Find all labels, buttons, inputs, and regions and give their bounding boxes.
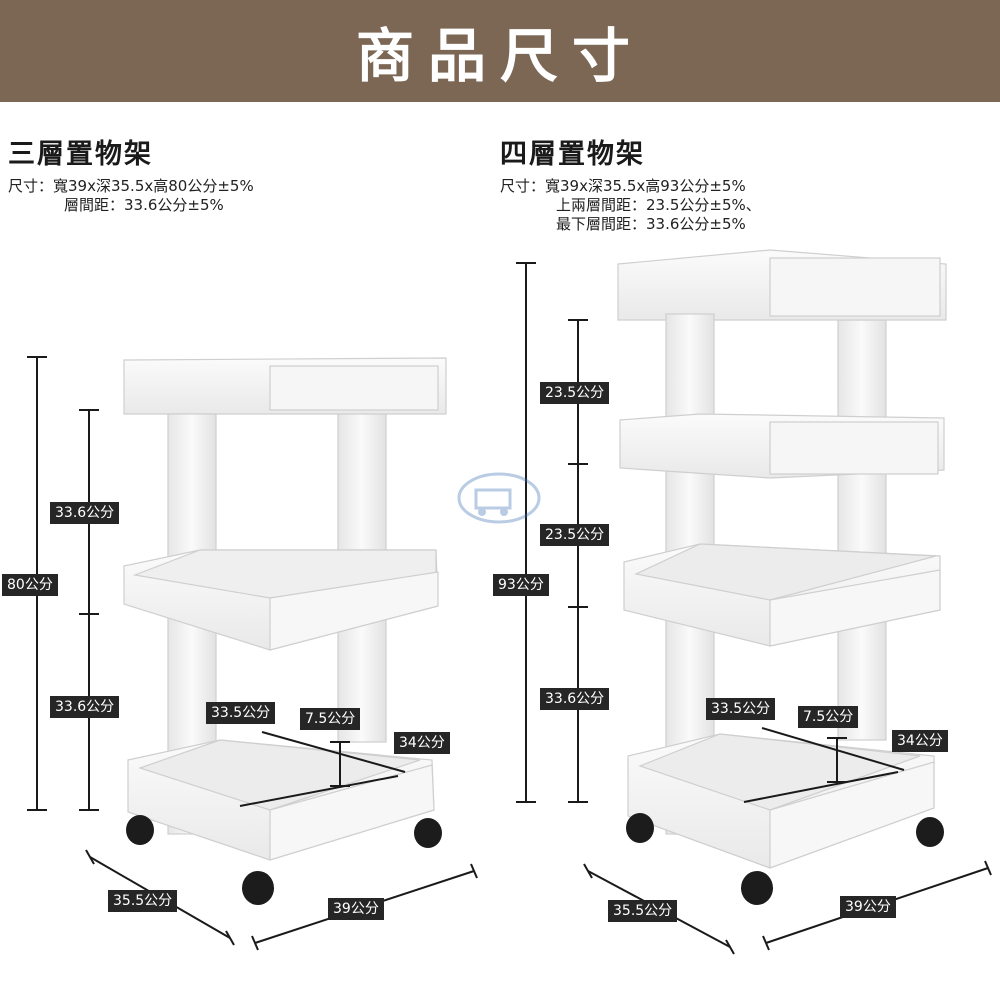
three-tier-height-label: 80公分 [2,574,58,596]
four-tier-tray-height-label: 7.5公分 [798,706,859,728]
three-tier-tray-height-label: 7.5公分 [300,708,361,730]
three-tier-dimension-lines [27,356,478,951]
three-tier-gap-upper-label: 33.6公分 [50,502,120,524]
three-tier-inner-width-label: 33.5公分 [206,702,276,724]
three-tier-gap-lower-label: 33.6公分 [50,696,120,718]
three-tier-name: 三層置物架 [8,139,153,170]
header-banner: 商品尺寸 [0,0,1000,102]
four-tier-gap-top-label: 23.5公分 [540,382,610,404]
page-title: 商品尺寸 [355,22,644,90]
four-tier-height-label: 93公分 [493,574,549,596]
four-tier-size: 尺寸：寬39x深35.5x高93公分±5% [500,177,746,195]
three-tier-spacing: 層間距：33.6公分±5% [64,196,224,214]
three-tier-spec: 三層置物架 尺寸：寬39x深35.5x高80公分±5% 層間距：33.6公分±5… [8,132,254,215]
four-tier-spacing-bottom: 最下層間距：33.6公分±5% [556,215,746,233]
three-tier-size: 尺寸：寬39x深35.5x高80公分±5% [8,177,254,195]
four-tier-spacing-top: 上兩層間距：23.5公分±5%、 [556,196,761,214]
four-tier-name: 四層置物架 [500,139,645,170]
three-tier-outer-width-label: 39公分 [328,898,384,920]
four-tier-spec: 四層置物架 尺寸：寬39x深35.5x高93公分±5% 上兩層間距：23.5公分… [500,132,761,234]
four-tier-outer-depth-label: 35.5公分 [608,900,678,922]
four-tier-outer-width-label: 39公分 [840,896,896,918]
four-tier-inner-width-label: 33.5公分 [706,698,776,720]
four-tier-inner-depth-label: 34公分 [892,730,948,752]
three-tier-outer-depth-label: 35.5公分 [108,890,178,912]
three-tier-inner-depth-label: 34公分 [394,732,450,754]
four-tier-gap-middle-label: 23.5公分 [540,524,610,546]
brand-watermark-icon [457,472,541,524]
four-tier-gap-bottom-label: 33.6公分 [540,688,610,710]
four-tier-rack [617,249,947,905]
three-tier-rack [123,357,447,905]
